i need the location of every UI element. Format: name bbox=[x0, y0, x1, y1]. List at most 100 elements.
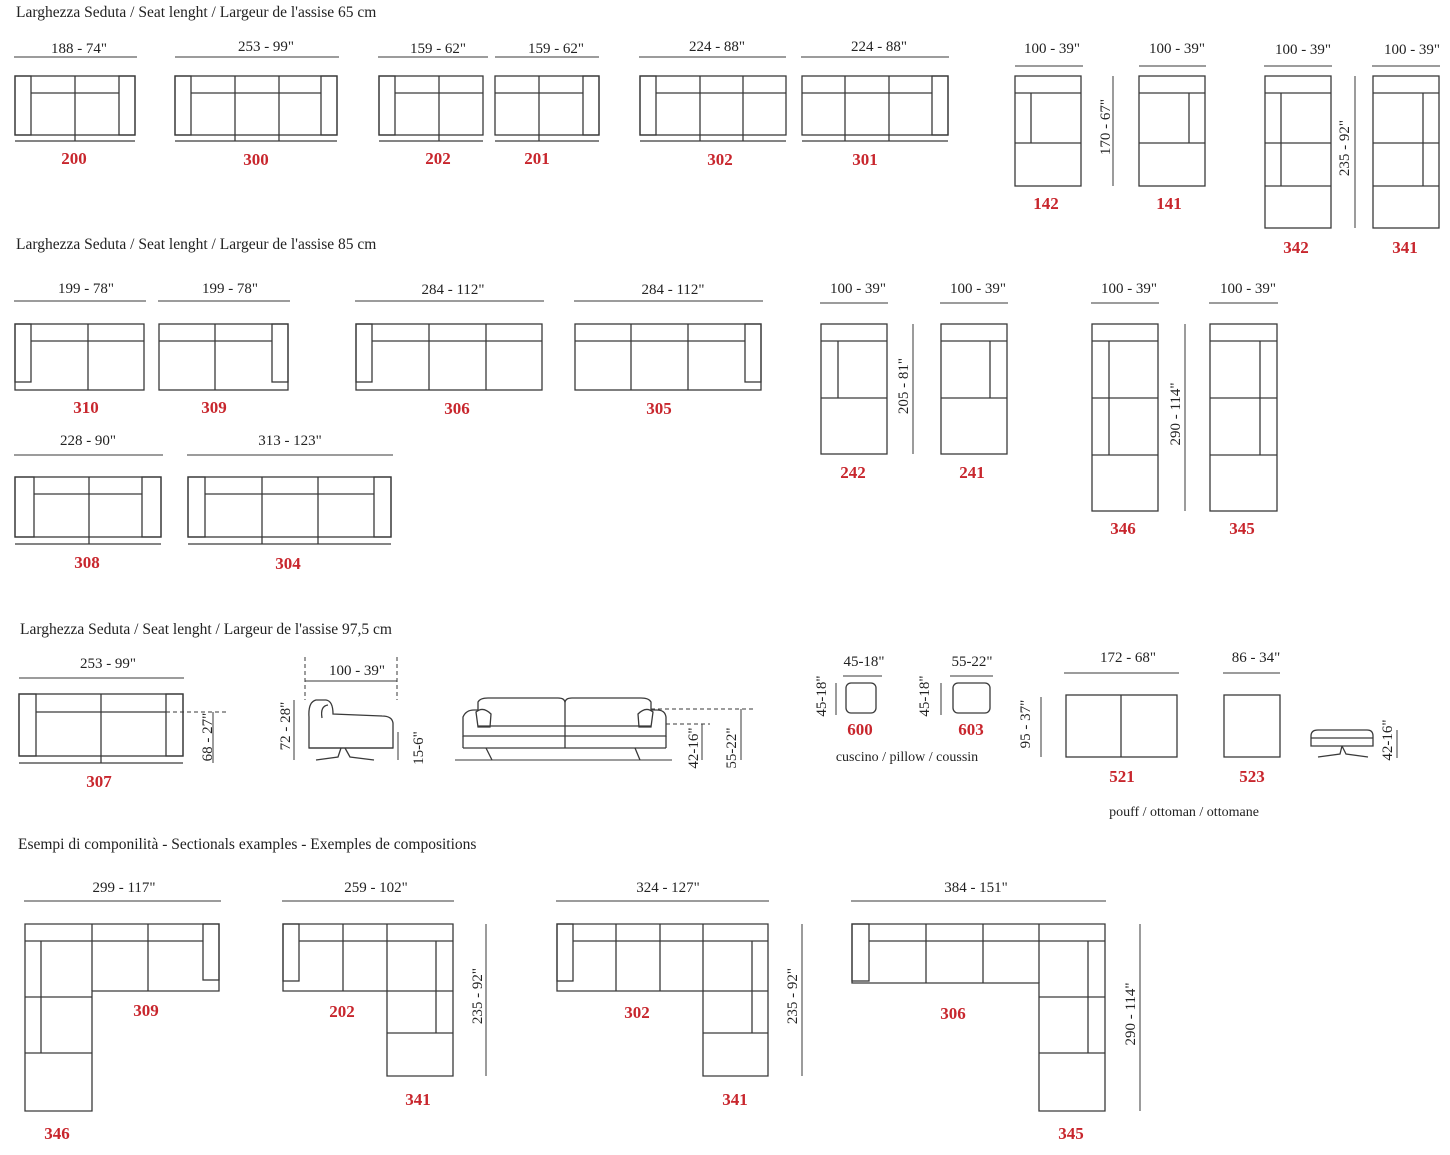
chaise-241: 100 - 39" 241 bbox=[940, 281, 1008, 482]
chaise-code: 345 bbox=[1058, 1124, 1084, 1143]
dimension-label: 159 - 62" bbox=[410, 41, 466, 57]
pillow-caption: cuscino / pillow / coussin bbox=[836, 750, 978, 765]
dimension-label: 253 - 99" bbox=[238, 39, 294, 55]
model-code: 142 bbox=[1033, 194, 1059, 213]
dimension-label: 100 - 39" bbox=[950, 281, 1006, 297]
sofa-outline bbox=[158, 323, 289, 391]
model-code: 603 bbox=[958, 720, 984, 739]
example-composition-4: 384 - 151" 290 - 114" 306 345 bbox=[851, 880, 1141, 1143]
chaise-outline bbox=[820, 323, 888, 455]
cushion-curve bbox=[320, 704, 329, 719]
arm-height-label: 55-22" bbox=[724, 727, 740, 768]
chaise-142: 100 - 39" 170 - 67" 142 bbox=[1014, 41, 1114, 213]
depth-label: 235 - 92" bbox=[1337, 120, 1353, 176]
depth-label: 100 - 39" bbox=[329, 663, 385, 679]
width-label: 384 - 151" bbox=[944, 880, 1008, 896]
sofa-outline bbox=[355, 323, 543, 391]
arm-left bbox=[378, 75, 396, 136]
swivel-base bbox=[315, 747, 375, 761]
composition-outline bbox=[851, 923, 1106, 1112]
model-code: 200 bbox=[61, 149, 87, 168]
arm-right bbox=[373, 476, 392, 538]
model-code: 301 bbox=[852, 150, 878, 169]
dimension-label: 159 - 62" bbox=[528, 41, 584, 57]
depth-label: 170 - 67" bbox=[1098, 99, 1114, 155]
model-code: 310 bbox=[73, 398, 99, 417]
chaise-346: 100 - 39" 290 - 114" 346 bbox=[1091, 281, 1186, 538]
sofa-front-shape bbox=[462, 697, 667, 737]
pillow-shape bbox=[845, 682, 877, 714]
dimension-label: 313 - 123" bbox=[258, 433, 322, 449]
pillow-size-label: 45-18" bbox=[843, 654, 884, 670]
sofa-200: 188 - 74" 200 bbox=[14, 41, 137, 168]
dimension-label: 100 - 39" bbox=[1275, 42, 1331, 58]
pillow-height-label: 45-18" bbox=[917, 675, 933, 716]
dimension-label: 100 - 39" bbox=[830, 281, 886, 297]
sofa-310: 199 - 78" 310 bbox=[14, 281, 146, 417]
sofa-202: 159 - 62" 202 bbox=[378, 41, 488, 168]
sofa-300: 253 - 99" 300 bbox=[174, 39, 339, 169]
ottoman-523: 86 - 34" 523 bbox=[1223, 650, 1281, 786]
dimension-label: 224 - 88" bbox=[689, 39, 745, 55]
composition-outline bbox=[24, 923, 220, 1112]
arm-left bbox=[187, 476, 206, 538]
depth-label: 290 - 114" bbox=[1168, 382, 1184, 445]
chaise-outline bbox=[1091, 323, 1159, 512]
front-profile-view: 42-16" 55-22" bbox=[455, 697, 755, 769]
sofa-outline bbox=[174, 75, 338, 136]
model-code: 307 bbox=[86, 772, 112, 791]
composition-outline bbox=[556, 923, 769, 1077]
sofa-outline bbox=[14, 323, 145, 391]
chaise-code: 341 bbox=[722, 1090, 748, 1109]
sofa-306: 284 - 112" 306 bbox=[355, 282, 544, 418]
pillow-size-label: 55-22" bbox=[951, 654, 992, 670]
arm-right bbox=[744, 323, 762, 383]
dimension-label: 100 - 39" bbox=[1384, 42, 1440, 58]
dimension-label: 228 - 90" bbox=[60, 433, 116, 449]
arm-right bbox=[141, 476, 162, 538]
chaise-code: 341 bbox=[405, 1090, 431, 1109]
dimension-label: 86 - 34" bbox=[1232, 650, 1281, 666]
height-label: 72 - 28" bbox=[278, 702, 294, 751]
model-code: 304 bbox=[275, 554, 301, 573]
sofa-308: 228 - 90" 308 bbox=[14, 433, 163, 572]
sofa-302: 224 - 88" 302 bbox=[639, 39, 787, 169]
arm-left bbox=[14, 75, 32, 136]
section-title-85cm: Larghezza Seduta / Seat lenght / Largeur… bbox=[16, 236, 376, 253]
arm-right bbox=[931, 75, 949, 136]
model-code: 242 bbox=[840, 463, 866, 482]
dimension-label: 199 - 78" bbox=[202, 281, 258, 297]
depth-label: 290 - 114" bbox=[1123, 982, 1139, 1045]
dimension-label: 100 - 39" bbox=[1220, 281, 1276, 297]
chaise-342: 100 - 39" 235 - 92" 342 bbox=[1264, 42, 1356, 257]
width-label: 324 - 127" bbox=[636, 880, 700, 896]
chaise-141: 100 - 39" 141 bbox=[1138, 41, 1206, 213]
chaise-341: 100 - 39" 341 bbox=[1372, 42, 1440, 257]
arm-left bbox=[639, 75, 657, 136]
arm-left bbox=[355, 323, 373, 383]
height-label: 42-16" bbox=[1380, 719, 1396, 760]
arm-left bbox=[851, 923, 870, 982]
chaise-code: 346 bbox=[44, 1124, 70, 1143]
ottoman-caption: pouff / ottoman / ottomane bbox=[1109, 805, 1259, 820]
model-code: 346 bbox=[1110, 519, 1136, 538]
model-code: 341 bbox=[1392, 238, 1418, 257]
example-composition-1: 299 - 117" 309 346 bbox=[24, 880, 221, 1143]
arm-right bbox=[582, 75, 600, 136]
sofa-code: 306 bbox=[940, 1004, 966, 1023]
model-code: 342 bbox=[1283, 238, 1309, 257]
chaise-outline bbox=[1209, 323, 1278, 512]
ottoman-side-view: 42-16" bbox=[1310, 719, 1398, 761]
section-title-examples: Esempi di componilità - Sectionals examp… bbox=[18, 836, 476, 853]
section-title-97cm: Larghezza Seduta / Seat lenght / Largeur… bbox=[20, 621, 392, 638]
dimension-label: 188 - 74" bbox=[51, 41, 107, 57]
dimension-label: 172 - 68" bbox=[1100, 650, 1156, 666]
ottoman-side-shape bbox=[1310, 729, 1374, 747]
arm-left bbox=[282, 923, 300, 982]
pillow-left bbox=[475, 708, 492, 728]
sofa-outline bbox=[801, 75, 949, 136]
model-code: 141 bbox=[1156, 194, 1182, 213]
sofa-307: 253 - 99" 68 - 27" 307 bbox=[18, 656, 228, 791]
pillow-603: 55-22" 45-18" 603 bbox=[917, 654, 993, 739]
example-composition-3: 324 - 127" 235 - 92" 302 341 bbox=[556, 880, 803, 1109]
